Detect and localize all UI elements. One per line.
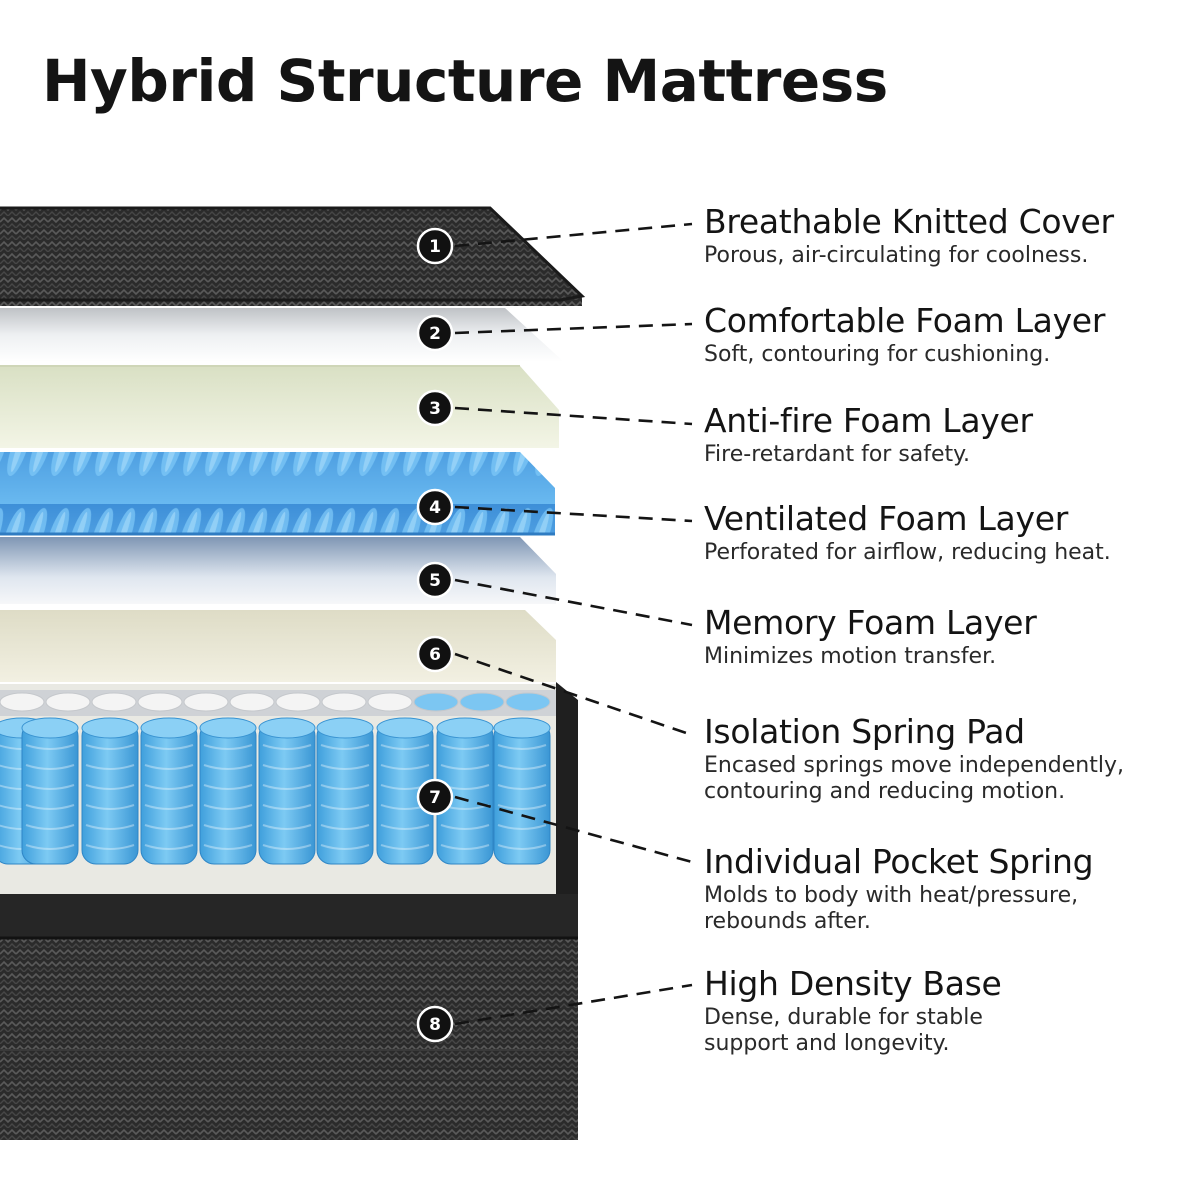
marker-number-8: 8 (429, 1015, 441, 1035)
layer-name: Breathable Knitted Cover (704, 203, 1114, 241)
spring-top (92, 693, 136, 711)
layer-description: contouring and reducing motion. (704, 779, 1124, 805)
spring-top (414, 693, 458, 711)
marker-4: 4 (418, 490, 452, 524)
pocket-spring (317, 718, 373, 864)
spring-top (184, 693, 228, 711)
spring-top (322, 693, 366, 711)
marker-7: 7 (418, 780, 452, 814)
layer-name: Ventilated Foam Layer (704, 500, 1111, 538)
layer-description: Fire-retardant for safety. (704, 442, 1033, 468)
layer-pocket-springs (0, 684, 556, 894)
layer-description: Minimizes motion transfer. (704, 644, 1036, 670)
marker-number-1: 1 (429, 237, 441, 257)
spring-top (138, 693, 182, 711)
marker-2: 2 (418, 316, 452, 350)
layer-description: Molds to body with heat/pressure, (704, 883, 1093, 909)
layer-cover (0, 208, 582, 306)
spring-top (0, 693, 44, 711)
layer-description: Porous, air-circulating for coolness. (704, 243, 1114, 269)
layer-description: Encased springs move independently, (704, 753, 1124, 779)
layer-description: Perforated for airflow, reducing heat. (704, 540, 1111, 566)
spring-top (368, 693, 412, 711)
marker-3: 3 (418, 391, 452, 425)
layer-description: Soft, contouring for cushioning. (704, 342, 1105, 368)
spring-top (46, 693, 90, 711)
layer-spring-pad (0, 610, 556, 682)
layer-comfort-foam (0, 308, 564, 362)
layer-ventilated-foam (0, 452, 555, 534)
layer-name: Comfortable Foam Layer (704, 302, 1105, 340)
layer-name: Memory Foam Layer (704, 604, 1036, 642)
layer-name: Anti-fire Foam Layer (704, 402, 1033, 440)
pocket-spring (494, 718, 550, 864)
marker-number-4: 4 (429, 498, 441, 518)
layer-description: support and longevity. (704, 1031, 1002, 1057)
layer-antifire-foam (0, 366, 559, 448)
layer-memory-foam (0, 537, 556, 604)
marker-number-3: 3 (429, 399, 441, 419)
pocket-spring (141, 718, 197, 864)
marker-1: 1 (418, 229, 452, 263)
spring-top (460, 693, 504, 711)
spring-top (230, 693, 274, 711)
marker-8: 8 (418, 1007, 452, 1041)
marker-number-6: 6 (429, 645, 441, 665)
layer-name: High Density Base (704, 965, 1002, 1003)
spring-top (276, 693, 320, 711)
marker-6: 6 (418, 637, 452, 671)
layer-name: Isolation Spring Pad (704, 713, 1124, 751)
pocket-spring (82, 718, 138, 864)
pocket-spring (259, 718, 315, 864)
layer-name: Individual Pocket Spring (704, 843, 1093, 881)
marker-number-7: 7 (429, 788, 441, 808)
layer-description: Dense, durable for stable (704, 1005, 1002, 1031)
pocket-spring (200, 718, 256, 864)
pocket-spring (22, 718, 78, 864)
marker-number-5: 5 (429, 571, 441, 591)
spring-top (506, 693, 550, 711)
layer-description: rebounds after. (704, 909, 1093, 935)
marker-number-2: 2 (429, 324, 441, 344)
marker-5: 5 (418, 563, 452, 597)
